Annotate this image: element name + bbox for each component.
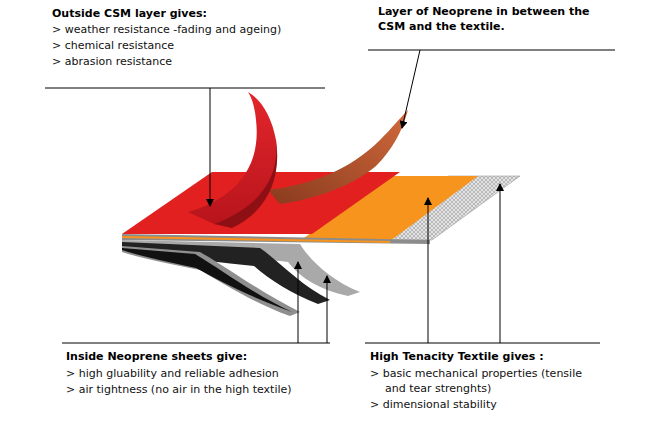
csm-peel: [188, 92, 277, 224]
inner-neoprene-sheet-outer: [122, 246, 300, 316]
callout-rule: [62, 343, 330, 344]
callout-heading: Inside Neoprene sheets give:: [66, 349, 356, 364]
leader-arrow: [402, 50, 420, 128]
neoprene-peel: [268, 110, 408, 204]
callout-item: > air tightness (no air in the high text…: [66, 382, 366, 397]
leader-arrow: [500, 184, 501, 343]
callout-item: > dimensional stability: [370, 397, 630, 412]
leader-arrow: [210, 88, 211, 206]
leader-arrow: [428, 198, 429, 343]
callout-heading: High Tenacity Textile gives :: [370, 349, 640, 364]
callout-item: > weather resistance -fading and ageing): [52, 22, 352, 37]
callout-rule: [45, 88, 325, 89]
callout-item: > basic mechanical properties (tensile a…: [370, 366, 590, 396]
callout-item: > chemical resistance: [52, 38, 352, 53]
callout-heading: Layer of Neoprene in between the CSM and…: [378, 4, 618, 34]
csm-peel-underside: [214, 140, 277, 228]
callout-rule: [368, 50, 615, 51]
callout-item: > high gluability and reliable adhesion: [66, 366, 366, 381]
leader-arrow: [327, 276, 328, 343]
callout-heading: Outside CSM layer gives:: [52, 6, 352, 21]
leader-arrow: [298, 262, 299, 343]
callout-rule: [365, 343, 600, 344]
inner-neoprene-sheet-black: [122, 248, 292, 312]
callout-item: > abrasion resistance: [52, 54, 352, 69]
